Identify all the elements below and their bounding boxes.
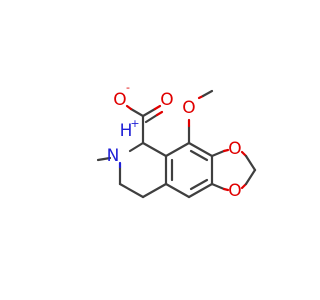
bond-c4a-c1 xyxy=(141,141,168,158)
bond-c4a-c5 xyxy=(164,141,191,158)
molecule-structure: O - O O O O N H + xyxy=(96,81,257,201)
carboxylate-negative-charge: - xyxy=(126,81,130,94)
atom-nitrogen: N xyxy=(107,146,120,166)
nitrogen-positive-charge: + xyxy=(130,117,139,130)
bond-c6-o-top xyxy=(210,149,226,158)
atom-dioxole-o-top: O xyxy=(228,139,241,159)
atom-dioxole-o-bottom: O xyxy=(228,181,241,201)
bond-carboxyl-o-double-red xyxy=(153,104,162,111)
molecule-diagram: O - O O O O N H + xyxy=(96,81,257,201)
atom-methoxy-o: O xyxy=(182,98,195,118)
bond-carboxyl-o-double-2 xyxy=(144,113,159,124)
bond-n-methyl xyxy=(96,156,112,162)
bond-o-bottom-ch2 xyxy=(244,168,257,186)
bond-c7-c8 xyxy=(187,182,214,199)
atom-carboxylate-o-double: O xyxy=(160,90,173,110)
bond-c8-c8a xyxy=(164,182,191,199)
bond-c5-c6-inner xyxy=(189,149,209,162)
bond-carboxyl-o-double xyxy=(141,107,157,118)
bond-o-top-ch2 xyxy=(244,154,257,172)
bond-c1-n xyxy=(128,141,145,153)
bond-carboxyl-o-single-red xyxy=(125,104,133,111)
bond-c7-o-bottom xyxy=(210,182,226,191)
bond-c7-o-bottom-red xyxy=(222,187,230,192)
bond-carboxyl-o-double-2-red xyxy=(155,110,164,117)
bond-c7-c8-inner xyxy=(189,178,209,191)
bond-c5-c6 xyxy=(187,141,214,158)
bond-methoxy-o-c xyxy=(201,89,214,98)
atom-carboxylate-o-single: O xyxy=(113,90,126,110)
bond-carboxyl-o-single xyxy=(129,107,145,118)
bond-c8a-c4 xyxy=(141,182,168,199)
atom-nitrogen-h: H xyxy=(120,121,133,141)
bond-c6-o-top-red xyxy=(222,148,230,153)
bond-c4-c3 xyxy=(118,182,145,199)
